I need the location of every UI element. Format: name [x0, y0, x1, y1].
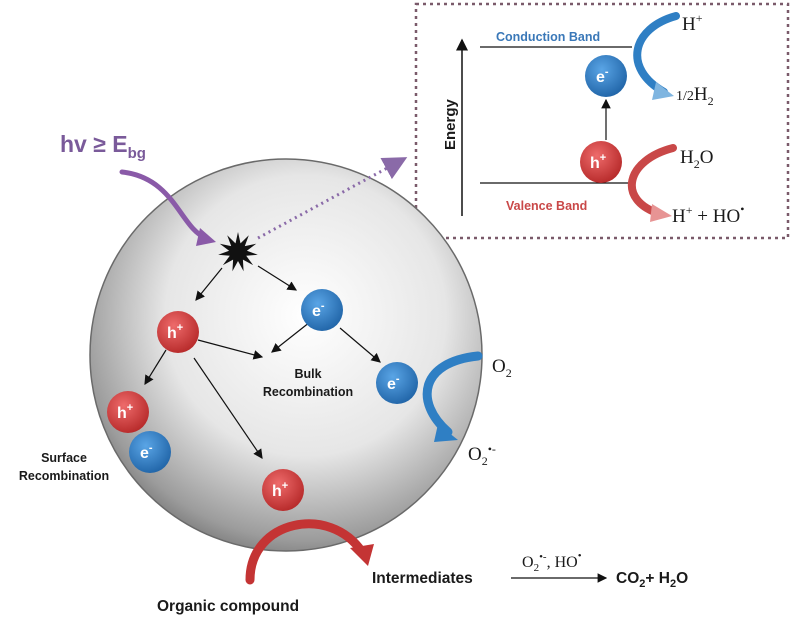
electron-particle-2 [376, 362, 418, 404]
bulk-recombination-line-2: Recombination [263, 385, 353, 399]
superoxide-label: O2•- [468, 442, 496, 468]
electron-2-label: e- [387, 373, 400, 393]
bulk-recombination-line-1: Bulk [294, 367, 321, 381]
inset-electron [585, 55, 627, 97]
organic-compound-label: Organic compound [157, 598, 299, 615]
electron-3-label: e- [140, 442, 153, 462]
hole-particle-3 [262, 469, 304, 511]
surface-recombination-line-1: Surface [41, 451, 87, 465]
intermediates-label: Intermediates [372, 570, 473, 587]
photon-arrow [119, 169, 209, 241]
h2-evolution-arrow [633, 12, 680, 96]
hole-particle-1 [157, 311, 199, 353]
o2-label: O2 [492, 356, 512, 380]
h2-arrowhead [652, 82, 674, 100]
inset-box [414, 2, 790, 240]
water-oxidation-arrow [627, 144, 677, 218]
inset-electron-label: e- [596, 66, 609, 86]
valence-band-label: Valence Band [506, 199, 587, 213]
organic-oxidation-arrow [245, 519, 367, 585]
organic-arrowhead [350, 544, 374, 566]
inset-hole [580, 141, 622, 183]
internal-arrows [144, 265, 381, 459]
electron-1-label: e- [312, 300, 325, 320]
hole-2-label: h+ [117, 402, 133, 422]
oxygen-arrowhead [434, 424, 458, 442]
water-arrowhead [650, 204, 672, 222]
hole-particle-2 [107, 391, 149, 433]
surface-recombination-line-2: Recombination [19, 469, 109, 483]
photon-arrowhead [196, 228, 216, 246]
conduction-band-label: Conduction Band [496, 30, 600, 44]
photon-energy-label: hv ≥ Ebg [60, 131, 146, 162]
electron-particle-1 [301, 289, 343, 331]
hplus-ho-label: H+ + HO• [672, 202, 744, 227]
products-label: CO2+ H2O [616, 570, 688, 590]
excitation-star-icon [218, 232, 258, 272]
oxygen-reduction-arrow [422, 351, 483, 437]
radicals-label: O2•-, HO• [522, 550, 582, 574]
h-plus-label: H+ [682, 11, 703, 35]
half-h2-label: 1/2H2 [676, 84, 714, 108]
electron-particle-3 [129, 431, 171, 473]
inset-hole-label: h+ [590, 152, 606, 172]
h2o-label: H2O [680, 147, 713, 171]
hole-3-label: h+ [272, 480, 288, 500]
hole-1-label: h+ [167, 322, 183, 342]
energy-axis-label: Energy [442, 98, 459, 150]
